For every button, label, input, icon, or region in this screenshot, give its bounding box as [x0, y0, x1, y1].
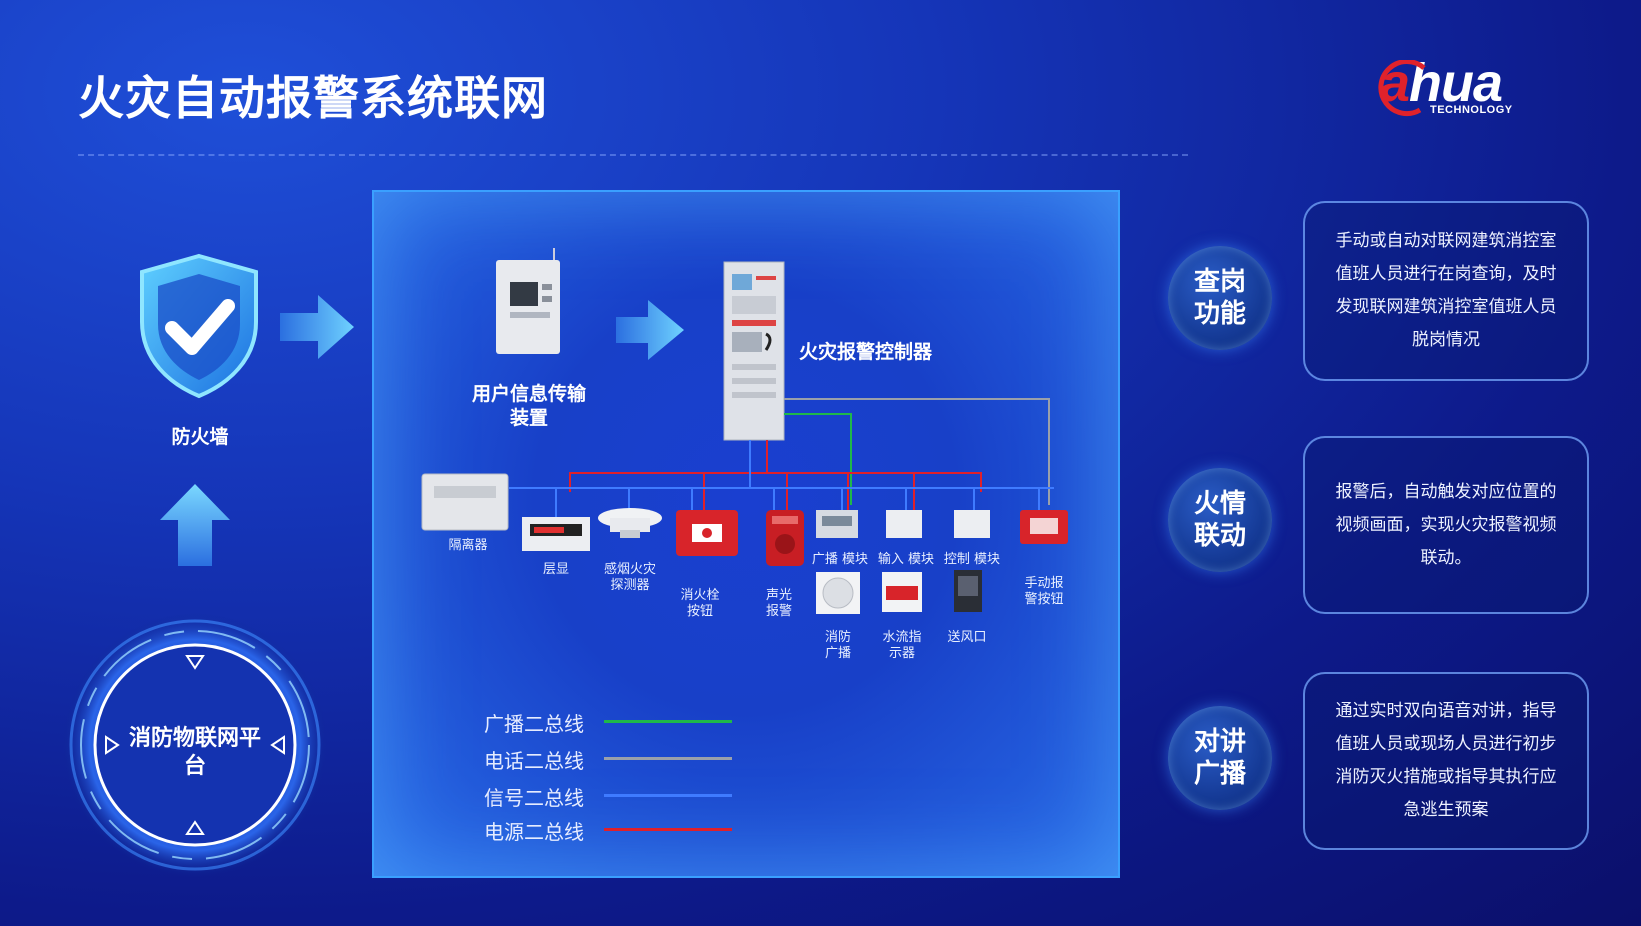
legend-label: 电源二总线 [484, 820, 584, 844]
device-label: 消火栓按钮 [680, 588, 720, 619]
logo-swoosh-icon [1378, 60, 1426, 117]
feature-name: 对讲广播 [1193, 727, 1246, 789]
input-module-icon [886, 510, 922, 538]
logo-subtitle: TECHNOLOGY [1430, 104, 1513, 116]
device-label: 手动报警按钮 [1024, 576, 1064, 607]
wiring-diagram [421, 248, 1068, 614]
feature-desc-patrol: 手动或自动对联网建筑消控室值班人员进行在岗查询，及时发现联网建筑消控室值班人员脱… [1303, 201, 1589, 381]
hydrant-button-icon [676, 510, 738, 556]
control-module-icon [954, 510, 990, 538]
fire-alarm-controller-icon [723, 261, 785, 441]
device-label: 广播 模块 [811, 552, 869, 567]
feature-badge-patrol: 查岗功能 [1168, 246, 1272, 350]
feature-desc-linkage: 报警后，自动触发对应位置的视频画面，实现火灾报警视频联动。 [1303, 436, 1589, 614]
feature-badge-intercom: 对讲广播 [1168, 706, 1272, 810]
broadcast-module-icon [816, 510, 858, 538]
legend-item: 电话二总线 [484, 745, 744, 773]
legend-label: 信号二总线 [484, 786, 584, 810]
arrow-right-icon [616, 300, 684, 360]
legend-line [604, 794, 732, 797]
page-title: 火灾自动报警系统联网 [78, 71, 548, 125]
feature-desc-intercom: 通过实时双向语音对讲，指导值班人员或现场人员进行初步消防灭火措施或指导其执行应急… [1303, 672, 1589, 850]
feature-badge-linkage: 火情联动 [1168, 468, 1272, 572]
legend-line [604, 720, 732, 723]
manual-alarm-button-icon [1020, 510, 1068, 544]
device-label: 声光报警 [765, 588, 792, 619]
device-label: 控制 模块 [943, 552, 1001, 567]
feature-desc: 手动或自动对联网建筑消控室值班人员进行在岗查询，及时发现联网建筑消控室值班人员脱… [1335, 231, 1557, 350]
air-vent-icon [954, 570, 982, 612]
device-label: 消防广播 [824, 630, 851, 661]
legend-item: 信号二总线 [484, 782, 744, 810]
controller-label: 火灾报警控制器 [799, 341, 933, 363]
shield-check-icon [140, 253, 258, 399]
arrow-right-icon [280, 295, 354, 359]
legend-item: 电源二总线 [484, 816, 744, 844]
sound-light-alarm-icon [766, 510, 804, 566]
water-flow-indicator-icon [882, 572, 922, 612]
isolator-icon [421, 473, 509, 531]
device-label: 输入 模块 [877, 552, 935, 567]
feature-name: 火情联动 [1193, 489, 1246, 551]
user-info-device-icon [496, 248, 560, 354]
smoke-detector-icon [598, 508, 662, 538]
logo-word: hua [1409, 53, 1503, 113]
device-label: 感烟火灾探测器 [603, 562, 656, 593]
diagram-panel: 用户信息传输装置 火灾报警控制器 隔离器 层显 感烟火灾探测器 消火栓按钮 声光… [372, 190, 1120, 878]
device-label: 隔离器 [448, 538, 488, 553]
firewall-label: 防火墙 [171, 426, 229, 448]
feature-desc: 报警后，自动触发对应位置的视频画面，实现火灾报警视频联动。 [1335, 481, 1557, 568]
platform-label: 消防物联网平台 [128, 726, 261, 779]
platform-ring-icon [63, 613, 327, 877]
legend-label: 电话二总线 [484, 749, 584, 773]
floor-display-icon [522, 517, 590, 551]
device-label: 层显 [542, 562, 569, 577]
speaker-icon [816, 572, 860, 614]
legend-line [604, 828, 732, 831]
feature-desc: 通过实时双向语音对讲，指导值班人员或现场人员进行初步消防灭火措施或指导其执行应急… [1335, 701, 1557, 820]
device-label: 送风口 [947, 630, 987, 645]
legend-item: 广播二总线 [484, 708, 744, 736]
legend-line [604, 757, 732, 760]
title-divider [78, 154, 1188, 156]
brand-logo: ahua TECHNOLOGY [1372, 53, 1572, 122]
arrow-up-icon [160, 484, 230, 566]
feature-name: 查岗功能 [1193, 267, 1246, 329]
legend-label: 广播二总线 [484, 712, 584, 736]
device-label: 水流指示器 [882, 630, 922, 661]
user-device-label: 用户信息传输装置 [471, 383, 586, 429]
